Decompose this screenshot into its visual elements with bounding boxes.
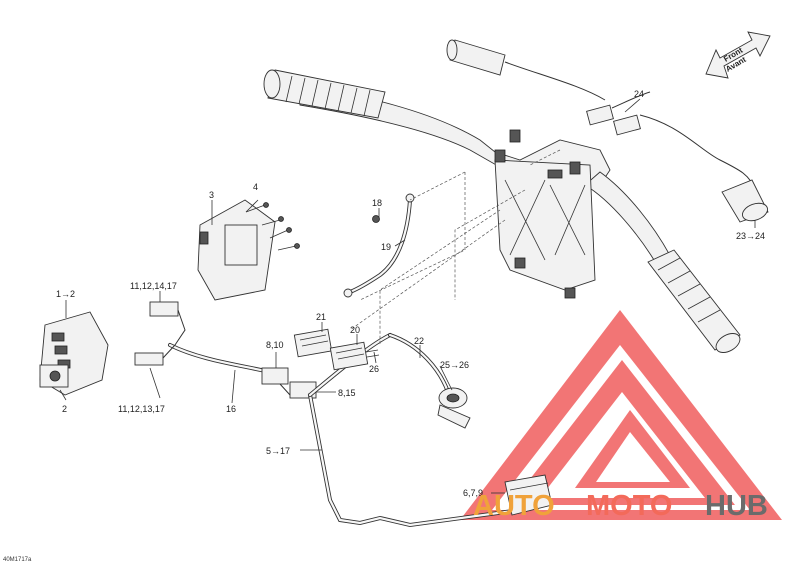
label-3: 3 (209, 190, 214, 200)
ground-wire (343, 193, 415, 298)
label-11-12-14-17: 11,12,14,17 (130, 281, 177, 291)
label-25-26: 25→26 (440, 360, 469, 370)
label-6-7-9: 6,7,9 (463, 488, 483, 498)
grip-heater-sleeve (721, 179, 769, 223)
wiring-harness-16 (134, 301, 272, 374)
right-grip (647, 249, 741, 353)
watermark-moto: MOTO (586, 490, 672, 522)
screws (245, 202, 300, 251)
callout-labels: 1→2 2 3 4 11,12,14,17 11,12,13,17 16 8,1… (56, 89, 765, 498)
label-2: 2 (62, 404, 67, 414)
watermark-logo (460, 310, 782, 520)
connector-20 (329, 341, 380, 371)
connector-21 (293, 328, 333, 358)
nut-18 (372, 215, 380, 223)
front-direction-arrow: Front Avant (705, 31, 771, 79)
label-16: 16 (226, 404, 236, 414)
label-8-10: 8,10 (266, 340, 284, 350)
label-19: 19 (381, 242, 391, 252)
label-8-15: 8,15 (338, 388, 356, 398)
label-18: 18 (372, 198, 382, 208)
label-1-2: 1→2 (56, 289, 75, 299)
label-22: 22 (414, 336, 424, 346)
label-5-17: 5→17 (266, 446, 290, 456)
switch-housing-cover (197, 199, 276, 301)
label-23-24: 23→24 (736, 231, 765, 241)
watermark-text: AUTO MOTO HUB (473, 490, 768, 522)
top-grip-heater (446, 39, 606, 101)
diagram-code: 40M1717a (3, 557, 32, 563)
label-26: 26 (369, 364, 379, 374)
handlebar-switch (39, 311, 109, 396)
label-21: 21 (316, 312, 326, 322)
harness-connectors (261, 367, 317, 399)
label-11-12-13-17: 11,12,13,17 (118, 404, 165, 414)
switch-25 (437, 387, 471, 429)
relay-block (504, 474, 553, 516)
label-20: 20 (350, 325, 360, 335)
label-24: 24 (634, 89, 644, 99)
leader-lines (59, 98, 756, 494)
label-4: 4 (253, 182, 258, 192)
left-grip (263, 69, 386, 119)
heater-connectors (586, 91, 756, 191)
watermark-hub: HUB (705, 490, 768, 522)
watermark-auto: AUTO (473, 490, 555, 522)
